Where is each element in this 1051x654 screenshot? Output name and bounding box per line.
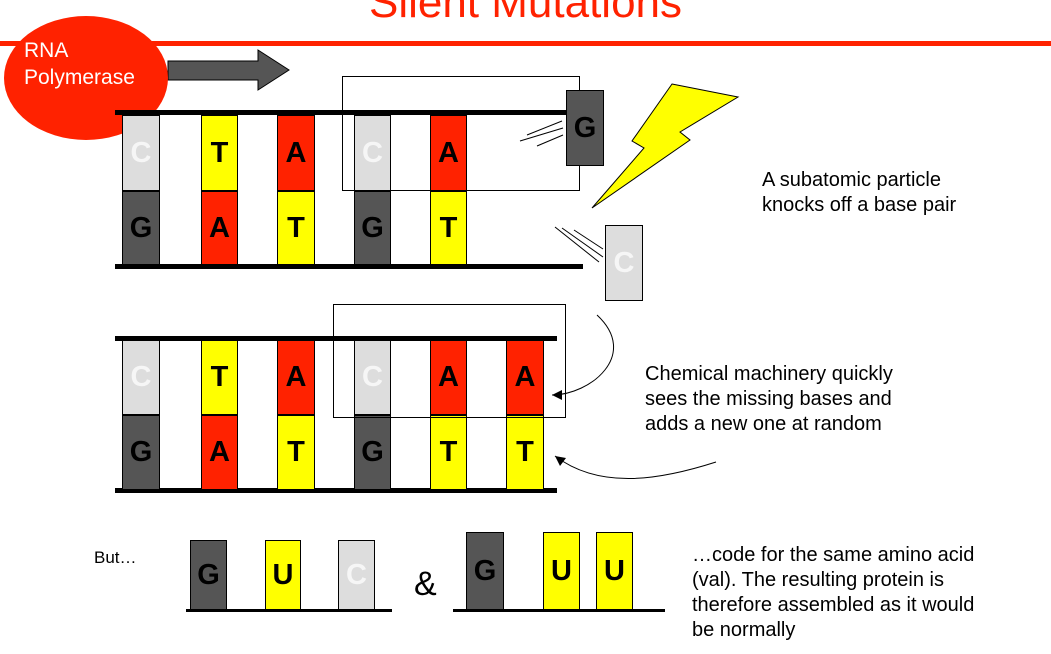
- base-top-3-upper: A: [277, 115, 315, 191]
- base-top-1-upper: C: [122, 115, 160, 191]
- base-top-4-upper: C: [354, 115, 391, 191]
- base-top-5-upper: A: [430, 115, 467, 191]
- motion-lines-upper-icon: [519, 120, 564, 147]
- but-label: But…: [94, 548, 137, 567]
- codon-1-base-2: U: [265, 540, 301, 610]
- codon-1-base-1: G: [190, 540, 227, 610]
- codon-2-base-3: U: [596, 532, 633, 610]
- codon-1-base-3: C: [338, 540, 375, 610]
- ampersand: &: [414, 565, 437, 603]
- base-repaired-3-upper: A: [277, 340, 315, 415]
- base-repaired-2-lower: A: [201, 415, 238, 490]
- page-title: Silent Mutations: [368, 0, 683, 27]
- top-strand-highlight-box: [342, 76, 580, 191]
- caption-particle: A subatomic particle knocks off a base p…: [762, 169, 957, 216]
- curved-arrow-lower-icon: [554, 455, 717, 479]
- base-top-5-lower: T: [430, 191, 467, 265]
- base-repaired-5-upper: A: [430, 340, 467, 415]
- base-repaired-3-lower: T: [277, 415, 315, 490]
- codon-2-backbone: [453, 609, 665, 612]
- base-repaired-1-upper: C: [122, 340, 160, 415]
- base-repaired-5-lower: T: [430, 415, 467, 490]
- lightning-bolt-icon: [591, 83, 740, 209]
- base-repaired-6-upper: A: [506, 340, 544, 415]
- base-top-1-lower: G: [122, 191, 160, 265]
- top-strand-lower-backbone: [115, 264, 583, 269]
- base-repaired-2-upper: T: [201, 340, 238, 415]
- base-repaired-6-lower: T: [506, 415, 544, 490]
- repaired-strand-upper-backbone: [115, 336, 557, 341]
- repaired-strand-lower-backbone: [115, 488, 557, 493]
- base-repaired-4-lower: G: [354, 415, 391, 490]
- base-repaired-4-upper: C: [354, 340, 391, 415]
- rna-polymerase-label: RNA Polymerase: [24, 39, 135, 89]
- top-strand-upper-backbone: [115, 110, 585, 115]
- title-underline: [0, 41, 1051, 46]
- polymerase-arrow-icon: [167, 49, 290, 91]
- base-repaired-1-lower: G: [122, 415, 160, 490]
- motion-lines-lower-icon: [554, 226, 604, 263]
- base-top-3-lower: T: [277, 191, 315, 265]
- codon-2-base-1: G: [466, 532, 504, 610]
- caption-result: …code for the same amino acid (val). The…: [692, 544, 975, 641]
- repaired-strand-highlight-box: [333, 304, 566, 418]
- base-top-2-lower: A: [201, 191, 238, 265]
- knocked-off-base-g: G: [566, 90, 604, 166]
- caption-repair: Chemical machinery quickly sees the miss…: [645, 363, 893, 435]
- base-top-2-upper: T: [201, 115, 238, 191]
- codon-2-base-2: U: [543, 532, 580, 610]
- base-top-4-lower: G: [354, 191, 391, 265]
- codon-1-backbone: [186, 609, 392, 612]
- knocked-off-base-c: C: [605, 225, 643, 301]
